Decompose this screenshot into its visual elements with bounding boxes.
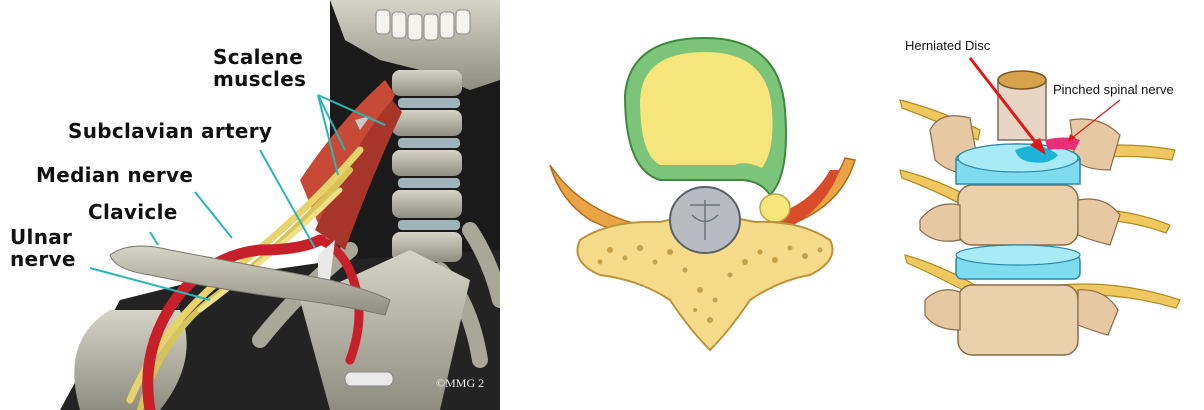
thoracic-outlet-illustration: Scalene muscles Subclavian artery Median…	[0, 0, 500, 410]
spinal-cord-top	[998, 71, 1046, 89]
label-scalene-muscles: Scalene muscles	[213, 46, 306, 90]
herniated-bulge	[760, 194, 790, 222]
label-median-nerve: Median nerve	[36, 164, 193, 186]
label-ulnar-nerve: Ulnar nerve	[10, 226, 76, 270]
lumbar-spine-drawing	[880, 0, 1204, 410]
label-pinched-spinal-nerve: Pinched spinal nerve	[1053, 82, 1174, 97]
vessel-stub	[345, 372, 393, 386]
disc-cross-section-drawing	[540, 0, 870, 410]
disc-cross-section-illustration	[540, 0, 870, 410]
label-subclavian-artery: Subclavian artery	[68, 120, 272, 142]
pinched-nerve-highlight	[1045, 138, 1080, 151]
lumbar-spine-illustration: Herniated Disc Pinched spinal nerve	[880, 0, 1204, 410]
cervical-spine	[392, 70, 462, 262]
label-herniated-disc: Herniated Disc	[905, 38, 990, 53]
disc-nucleus	[640, 52, 773, 168]
label-clavicle: Clavicle	[88, 201, 178, 223]
copyright-mark: ©MMG 2	[436, 376, 484, 391]
